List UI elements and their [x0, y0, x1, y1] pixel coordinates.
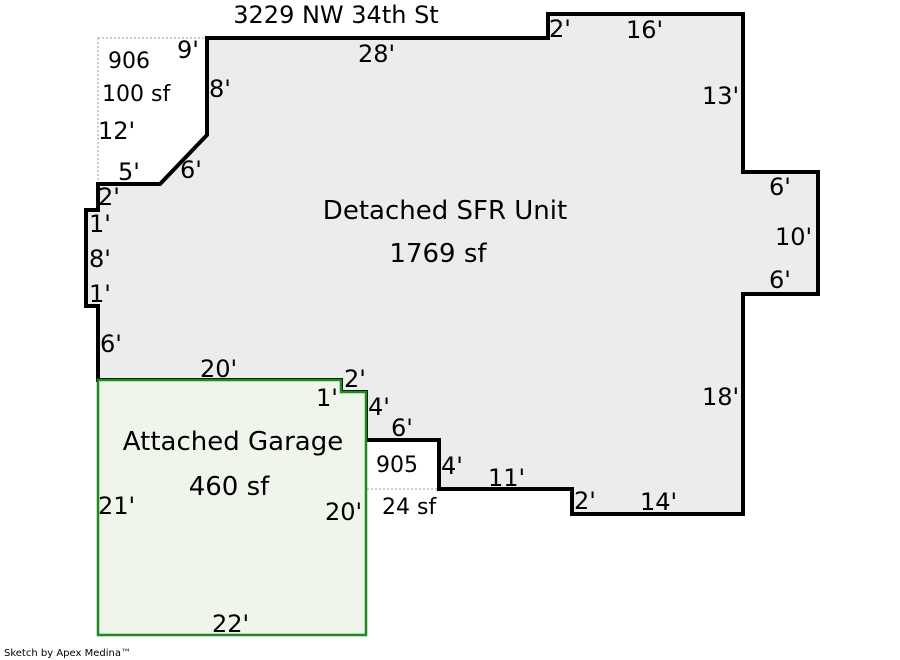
- dim-right-6a: 6': [769, 173, 791, 201]
- area-906-size-label: 100 sf: [102, 82, 171, 107]
- sketch-credit: Sketch by Apex Medina™: [4, 648, 131, 659]
- dim-mid-4b: 4': [441, 452, 463, 480]
- dim-left-9: 9': [177, 36, 199, 64]
- garage-size-label: 460 sf: [189, 472, 270, 502]
- dim-left-2: 2': [98, 183, 120, 211]
- dim-garage-20: 20': [325, 498, 362, 526]
- area-906-outline: [97, 37, 208, 185]
- dim-diag-6: 6': [180, 156, 202, 184]
- area-906-id-label: 906: [108, 49, 150, 74]
- dim-mid-6: 6': [391, 414, 413, 442]
- dim-left-8b: 8': [89, 245, 111, 273]
- dim-left-1b: 1': [89, 280, 111, 308]
- dim-left-6: 6': [100, 330, 122, 358]
- house-name-label: Detached SFR Unit: [323, 196, 567, 226]
- house-size-label: 1769 sf: [389, 239, 487, 269]
- dim-garage-21: 21': [98, 492, 135, 520]
- dim-garage-22: 22': [212, 610, 249, 638]
- dim-top-16: 16': [626, 16, 663, 44]
- dim-right-18: 18': [702, 383, 739, 411]
- dim-right-6b: 6': [769, 266, 791, 294]
- dim-left-8: 8': [209, 75, 231, 103]
- address-title: 3229 NW 34th St: [233, 1, 438, 29]
- garage-outline: [96, 378, 368, 637]
- dim-diag-5: 5': [118, 158, 140, 186]
- dim-bottom-11: 11': [488, 464, 525, 492]
- area-905-size-label: 24 sf: [382, 495, 437, 520]
- dim-top-right-2: 2': [549, 15, 571, 43]
- house-outline: [84, 12, 820, 516]
- garage-name-label: Attached Garage: [123, 427, 343, 457]
- dim-mid-2: 2': [344, 365, 366, 393]
- dim-mid-20: 20': [200, 355, 237, 383]
- dim-bottom-2: 2': [574, 487, 596, 515]
- dim-top-28: 28': [358, 40, 395, 68]
- dim-left-1a: 1': [89, 210, 111, 238]
- dim-right-10: 10': [775, 223, 812, 251]
- dim-mid-1: 1': [316, 384, 338, 412]
- dim-area906-12: 12': [98, 117, 135, 145]
- dim-mid-4: 4': [368, 393, 390, 421]
- area-905-id-label: 905: [376, 453, 418, 478]
- dim-right-13: 13': [702, 82, 739, 110]
- dim-bottom-14: 14': [640, 488, 677, 516]
